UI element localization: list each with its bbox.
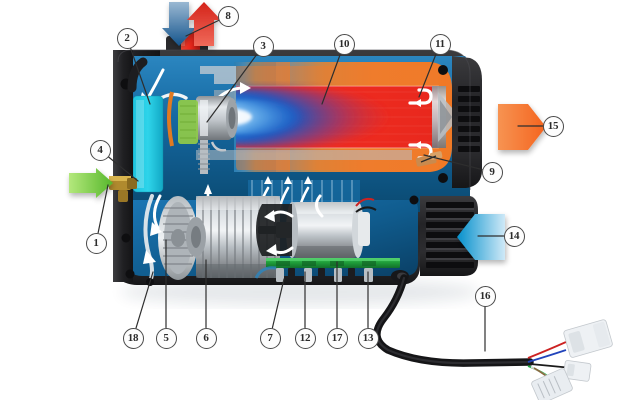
fuel-reservoir — [132, 95, 164, 193]
callout-marker-9[interactable]: 9 — [481, 161, 503, 183]
callout-marker-3[interactable]: 3 — [252, 35, 274, 57]
callout-marker-12[interactable]: 12 — [294, 327, 316, 349]
callout-marker-7[interactable]: 7 — [259, 327, 281, 349]
callout-marker-11[interactable]: 11 — [429, 33, 451, 55]
wiring-harness — [373, 274, 613, 400]
callout-marker-5[interactable]: 5 — [155, 327, 177, 349]
control-board — [266, 258, 409, 282]
callout-marker-17[interactable]: 17 — [326, 327, 348, 349]
callout-marker-8[interactable]: 8 — [217, 5, 239, 27]
callout-marker-16[interactable]: 16 — [474, 285, 496, 307]
callout-marker-1[interactable]: 1 — [85, 232, 107, 254]
callout-marker-14[interactable]: 14 — [503, 225, 525, 247]
callout-marker-10[interactable]: 10 — [333, 33, 355, 55]
callout-marker-18[interactable]: 18 — [122, 327, 144, 349]
combustion-air-fan — [158, 196, 198, 280]
callout-marker-13[interactable]: 13 — [357, 327, 379, 349]
callout-marker-15[interactable]: 15 — [542, 115, 564, 137]
callout-marker-6[interactable]: 6 — [195, 327, 217, 349]
callout-marker-2[interactable]: 2 — [116, 27, 138, 49]
callout-marker-4[interactable]: 4 — [89, 139, 111, 161]
